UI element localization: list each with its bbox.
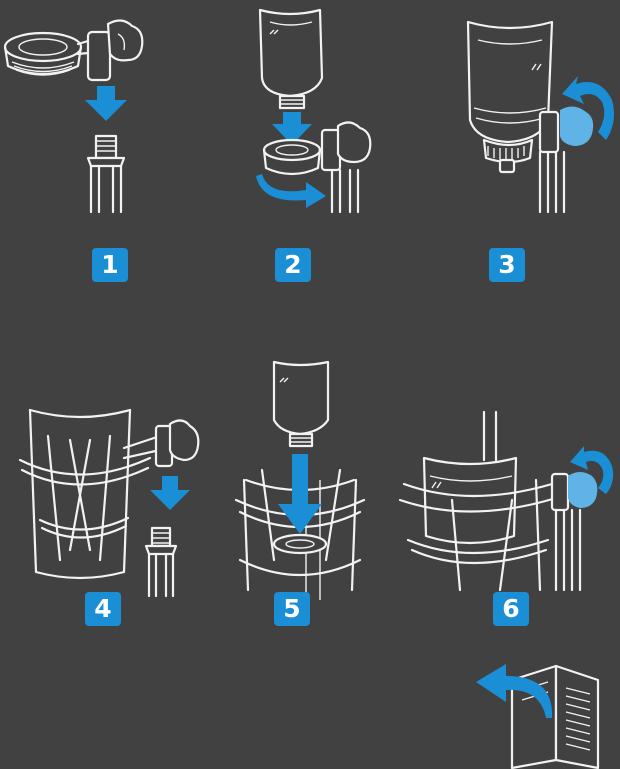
step-6-illustration	[400, 412, 613, 590]
step-3-illustration	[468, 22, 614, 212]
step-5-illustration	[236, 362, 364, 600]
step-1-illustration	[5, 20, 142, 212]
turn-page-manual-icon	[476, 664, 598, 768]
step-2-illustration	[256, 10, 370, 212]
step-3-badge: 3	[489, 248, 525, 282]
step-4-badge: 4	[85, 592, 121, 626]
step-1-badge: 1	[92, 248, 128, 282]
step-5-badge: 5	[274, 592, 310, 626]
step-4-illustration	[20, 410, 198, 596]
step-6-badge: 6	[493, 592, 529, 626]
step-2-badge: 2	[275, 248, 311, 282]
